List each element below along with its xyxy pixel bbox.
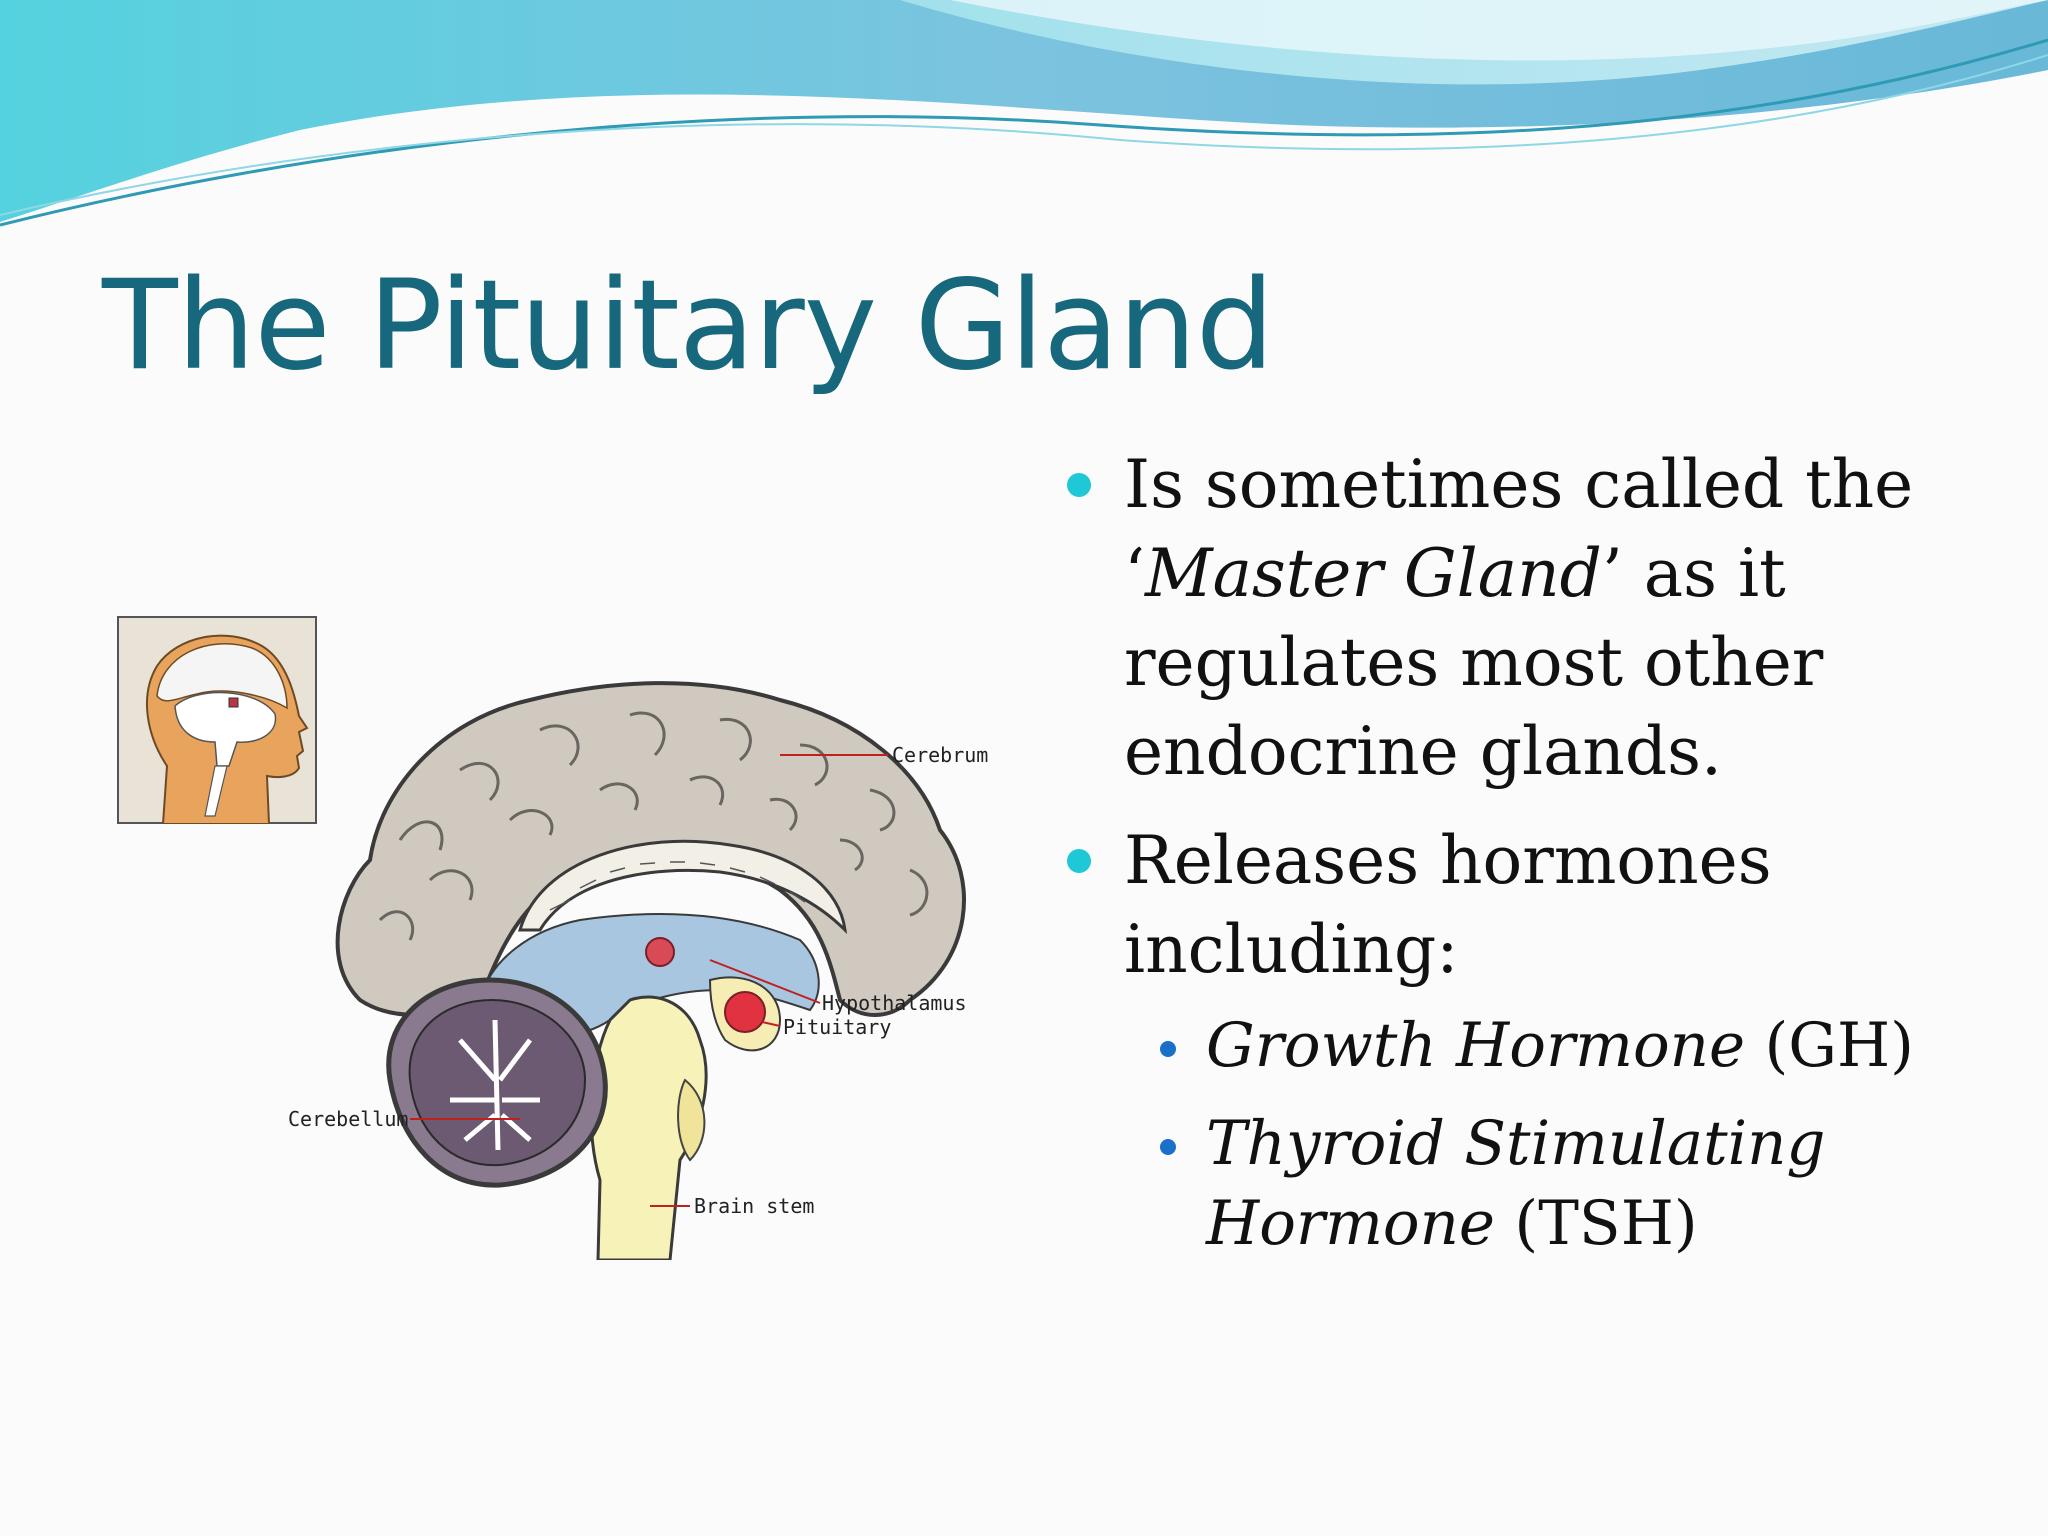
bullet-1-rest: ’ as it regulates most other endocrine g… <box>1124 535 1824 790</box>
sub-1-rest: (GH) <box>1745 1010 1914 1081</box>
brain-stem-label: Brain stem <box>694 1194 814 1218</box>
brain-cross-section-diagram: Cerebrum Hypothalamus Pituitary Cerebell… <box>288 681 988 1260</box>
header-wave-decoration <box>0 0 2048 227</box>
bullet-1-start: Is sometimes called the <box>1124 446 1914 523</box>
bullet-1-emphasis: Master Gland <box>1144 535 1602 612</box>
pineal-mark <box>645 937 675 967</box>
sub-2-emphasis: Thyroid Stimulating Hormone <box>1206 1108 1826 1259</box>
bullet-dot-icon <box>1067 849 1091 873</box>
hypothalamus-label: Hypothalamus <box>822 991 967 1015</box>
cerebellum-shape <box>386 977 608 1188</box>
bullet-2-text: Releases hormones including: <box>1124 822 1772 988</box>
cerebellum-label: Cerebellum <box>288 1107 408 1131</box>
sub-bullet-growth-hormone: Growth Hormone (GH) <box>1160 1006 2004 1086</box>
bullet-1-open-quote: ‘ <box>1124 535 1145 612</box>
sub-1-emphasis: Growth Hormone <box>1206 1010 1746 1081</box>
sub-bullet-dot-icon <box>1160 1041 1176 1057</box>
corpus-callosum <box>518 839 848 935</box>
pituitary-gland-shape <box>724 991 766 1033</box>
bullet-releases-hormones: Releases hormones including: <box>1064 816 2004 994</box>
sub-bullet-dot-icon <box>1160 1139 1176 1155</box>
bullet-master-gland: Is sometimes called the ‘Master Gland’ a… <box>1064 440 2004 796</box>
sub-2-rest: (TSH) <box>1495 1188 1698 1259</box>
sub-bullet-tsh: Thyroid Stimulating Hormone (TSH) <box>1160 1104 2004 1264</box>
bullet-dot-icon <box>1067 473 1091 497</box>
cerebrum-label: Cerebrum <box>892 743 988 767</box>
hormone-sub-list: Growth Hormone (GH) Thyroid Stimulating … <box>1064 1006 2004 1264</box>
bullet-list: Is sometimes called the ‘Master Gland’ a… <box>1064 440 2004 1264</box>
slide-title: The Pituitary Gland <box>102 254 1274 398</box>
head-silhouette-illustration <box>117 616 317 824</box>
pituitary-label: Pituitary <box>783 1015 891 1039</box>
